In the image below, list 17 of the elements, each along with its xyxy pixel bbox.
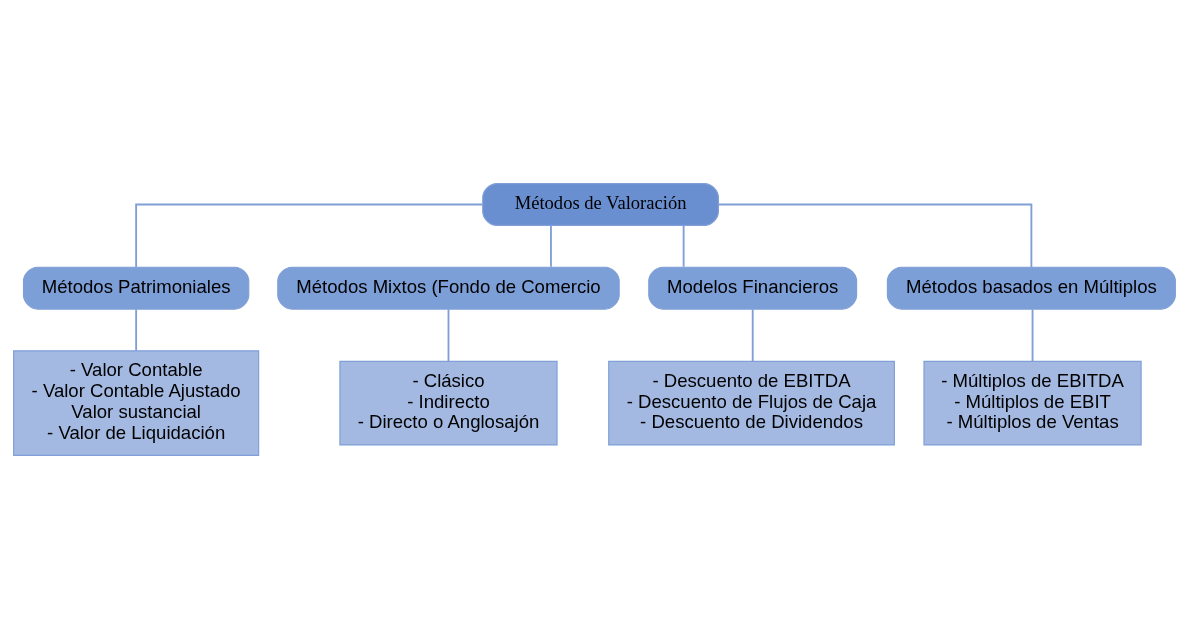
connector — [447, 307, 450, 362]
connector — [550, 224, 552, 268]
connector — [135, 203, 484, 268]
connector — [682, 224, 685, 268]
node-box: Modelos Financieros — [648, 266, 858, 310]
node-box: Métodos Patrimoniales — [22, 266, 250, 310]
node-box: - Valor Contable - Valor Contable Ajustado Valor sustancial - Valor de Liquidación — [13, 349, 260, 456]
node-box: Métodos basados en Múltiplos — [886, 266, 1176, 310]
node-box: - Múltiplos de EBITDA - Múltiplos de EBIT - Múltiplos de Ventas — [923, 360, 1142, 445]
node-box: Métodos Mixtos (Fondo de Comercio — [277, 266, 620, 310]
node-box: Métodos de Valoración — [482, 182, 720, 226]
connector — [717, 203, 1033, 268]
connector — [751, 307, 754, 362]
connector — [1031, 307, 1034, 362]
node-box: - Clásico - Indirecto - Directo o Anglosajón — [339, 360, 558, 445]
connector — [135, 307, 138, 352]
node-box: - Descuento de EBITDA - Descuento de Flujos de Caja - Descuento de Dividendos — [608, 360, 895, 445]
